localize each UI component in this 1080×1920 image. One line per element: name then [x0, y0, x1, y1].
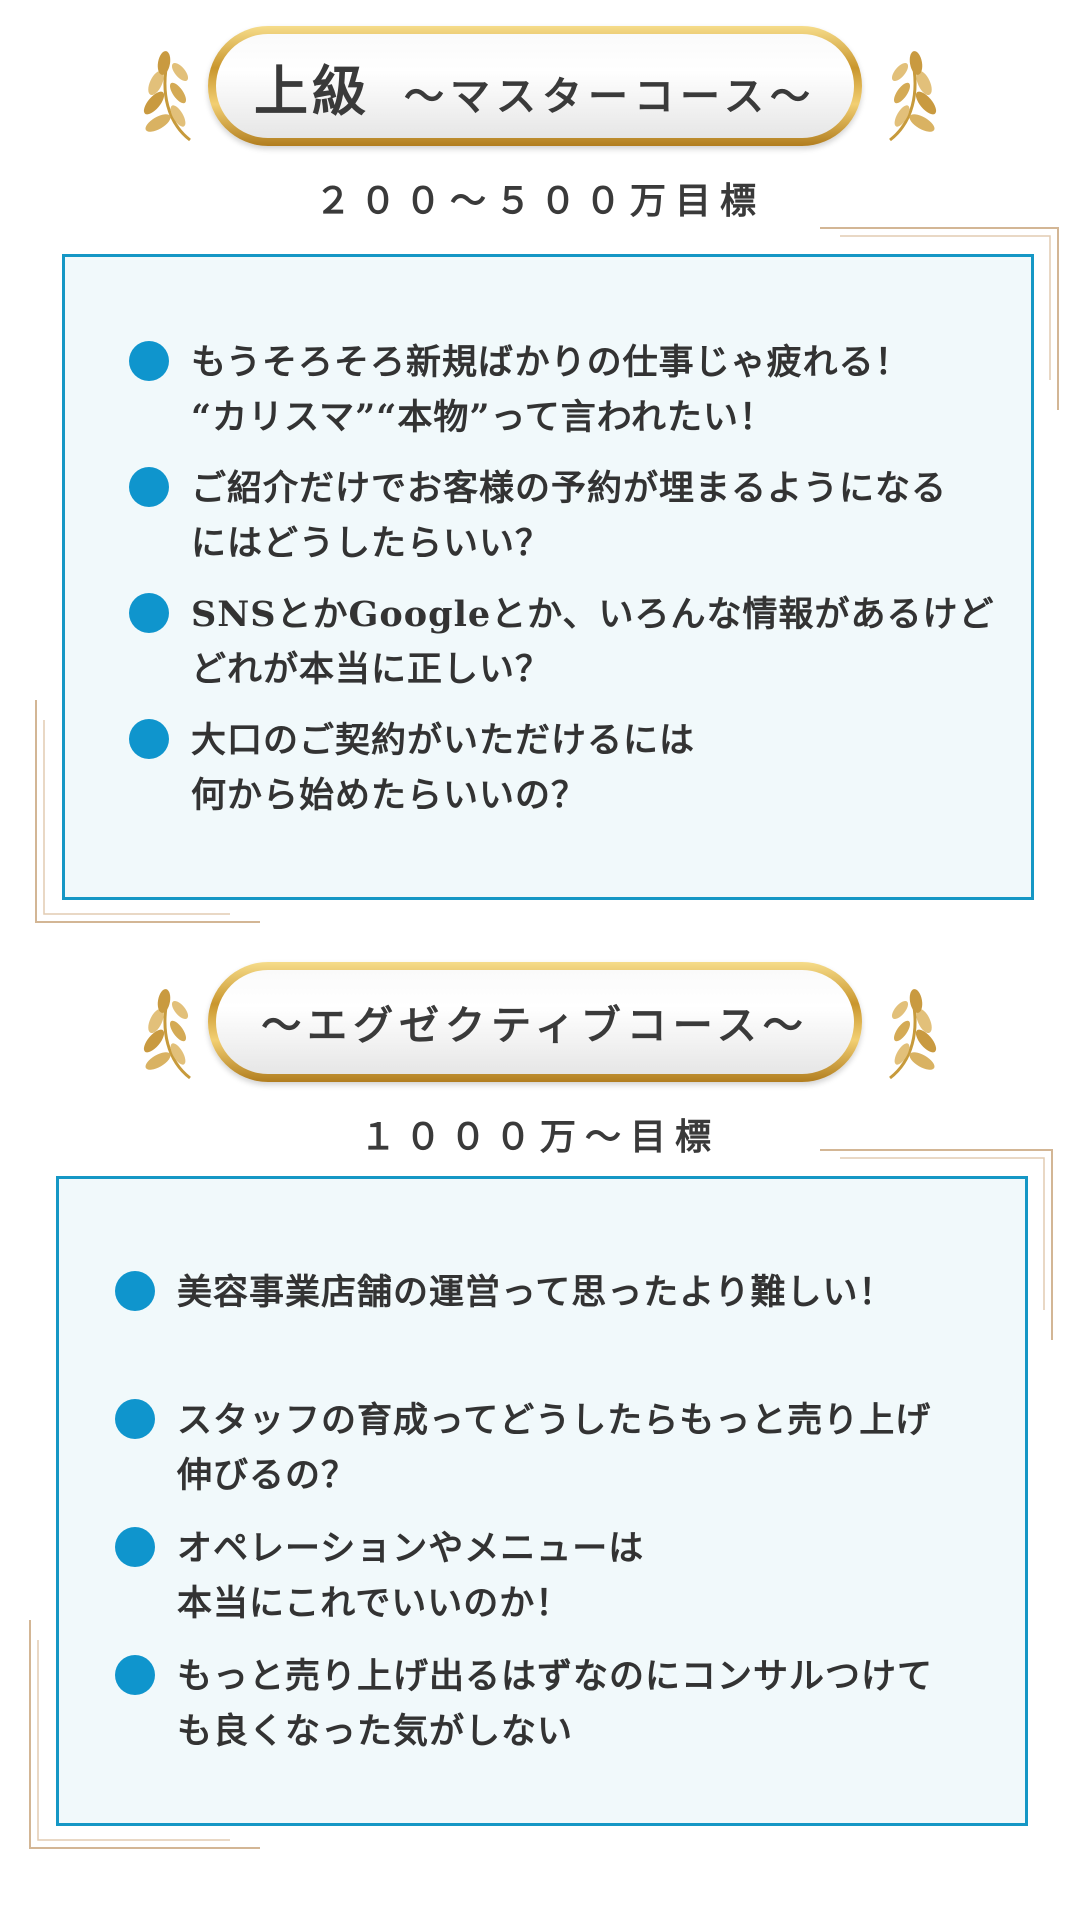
list-item-text: SNSとかGoogleとか、いろんな情報があるけどどれが本当に正しい？	[191, 594, 995, 690]
blue-dot-icon	[129, 593, 169, 633]
list-item-text: スタッフの育成ってどうしたらもっと売り上げ伸びるの？	[177, 1400, 932, 1496]
laurel-right-icon	[889, 989, 937, 1080]
list-item-text: ご紹介だけでお客様の予約が埋まるようになるにはどうしたらいい？	[191, 468, 948, 564]
course-title: 上級〜マスターコース〜	[254, 47, 816, 126]
course-problems-box: もうそろそろ新規ばかりの仕事じゃ疲れる！“カリスマ”“本物”って言われたい！ ご…	[62, 254, 1034, 900]
list-item-text: もっと売り上げ出るはずなのにコンサルつけても良くなった気がしない	[177, 1656, 934, 1752]
list-item-text: もうそろそろ新規ばかりの仕事じゃ疲れる！“カリスマ”“本物”って言われたい！	[191, 342, 911, 438]
course-name: 〜エグゼクティブコース〜	[261, 1002, 809, 1049]
laurel-left-icon	[143, 51, 191, 142]
blue-dot-icon	[115, 1527, 155, 1567]
blue-dot-icon	[129, 341, 169, 381]
blue-dot-icon	[115, 1655, 155, 1695]
blue-dot-icon	[129, 467, 169, 507]
laurel-right-icon	[889, 51, 937, 142]
list-item-text: オペレーションやメニューは本当にこれでいいのか！	[177, 1528, 645, 1624]
laurel-left-icon	[143, 989, 191, 1080]
list-item-text: 美容事業店舗の運営って思ったより難しい！	[177, 1272, 895, 1313]
course-title-banner: 上級〜マスターコース〜	[208, 26, 862, 146]
list-item-text: 大口のご契約がいただけるには何から始めたらいいの？	[191, 720, 696, 816]
income-goal: ２００〜５００万目標	[314, 180, 765, 222]
course-problems-box: 美容事業店舗の運営って思ったより難しい！ スタッフの育成ってどうしたらもっと売り…	[56, 1176, 1028, 1826]
course-name: 〜マスターコース〜	[404, 72, 816, 120]
blue-dot-icon	[115, 1271, 155, 1311]
decorative-frame	[35, 227, 1059, 923]
income-goal: １０００万〜目標	[359, 1116, 720, 1158]
decorative-frame	[29, 1149, 1053, 1849]
blue-dot-icon	[129, 719, 169, 759]
blue-dot-icon	[115, 1399, 155, 1439]
course-title: 〜エグゼクティブコース〜	[261, 993, 809, 1051]
course-level: 上級	[254, 58, 370, 123]
course-title-banner: 〜エグゼクティブコース〜	[208, 962, 862, 1082]
